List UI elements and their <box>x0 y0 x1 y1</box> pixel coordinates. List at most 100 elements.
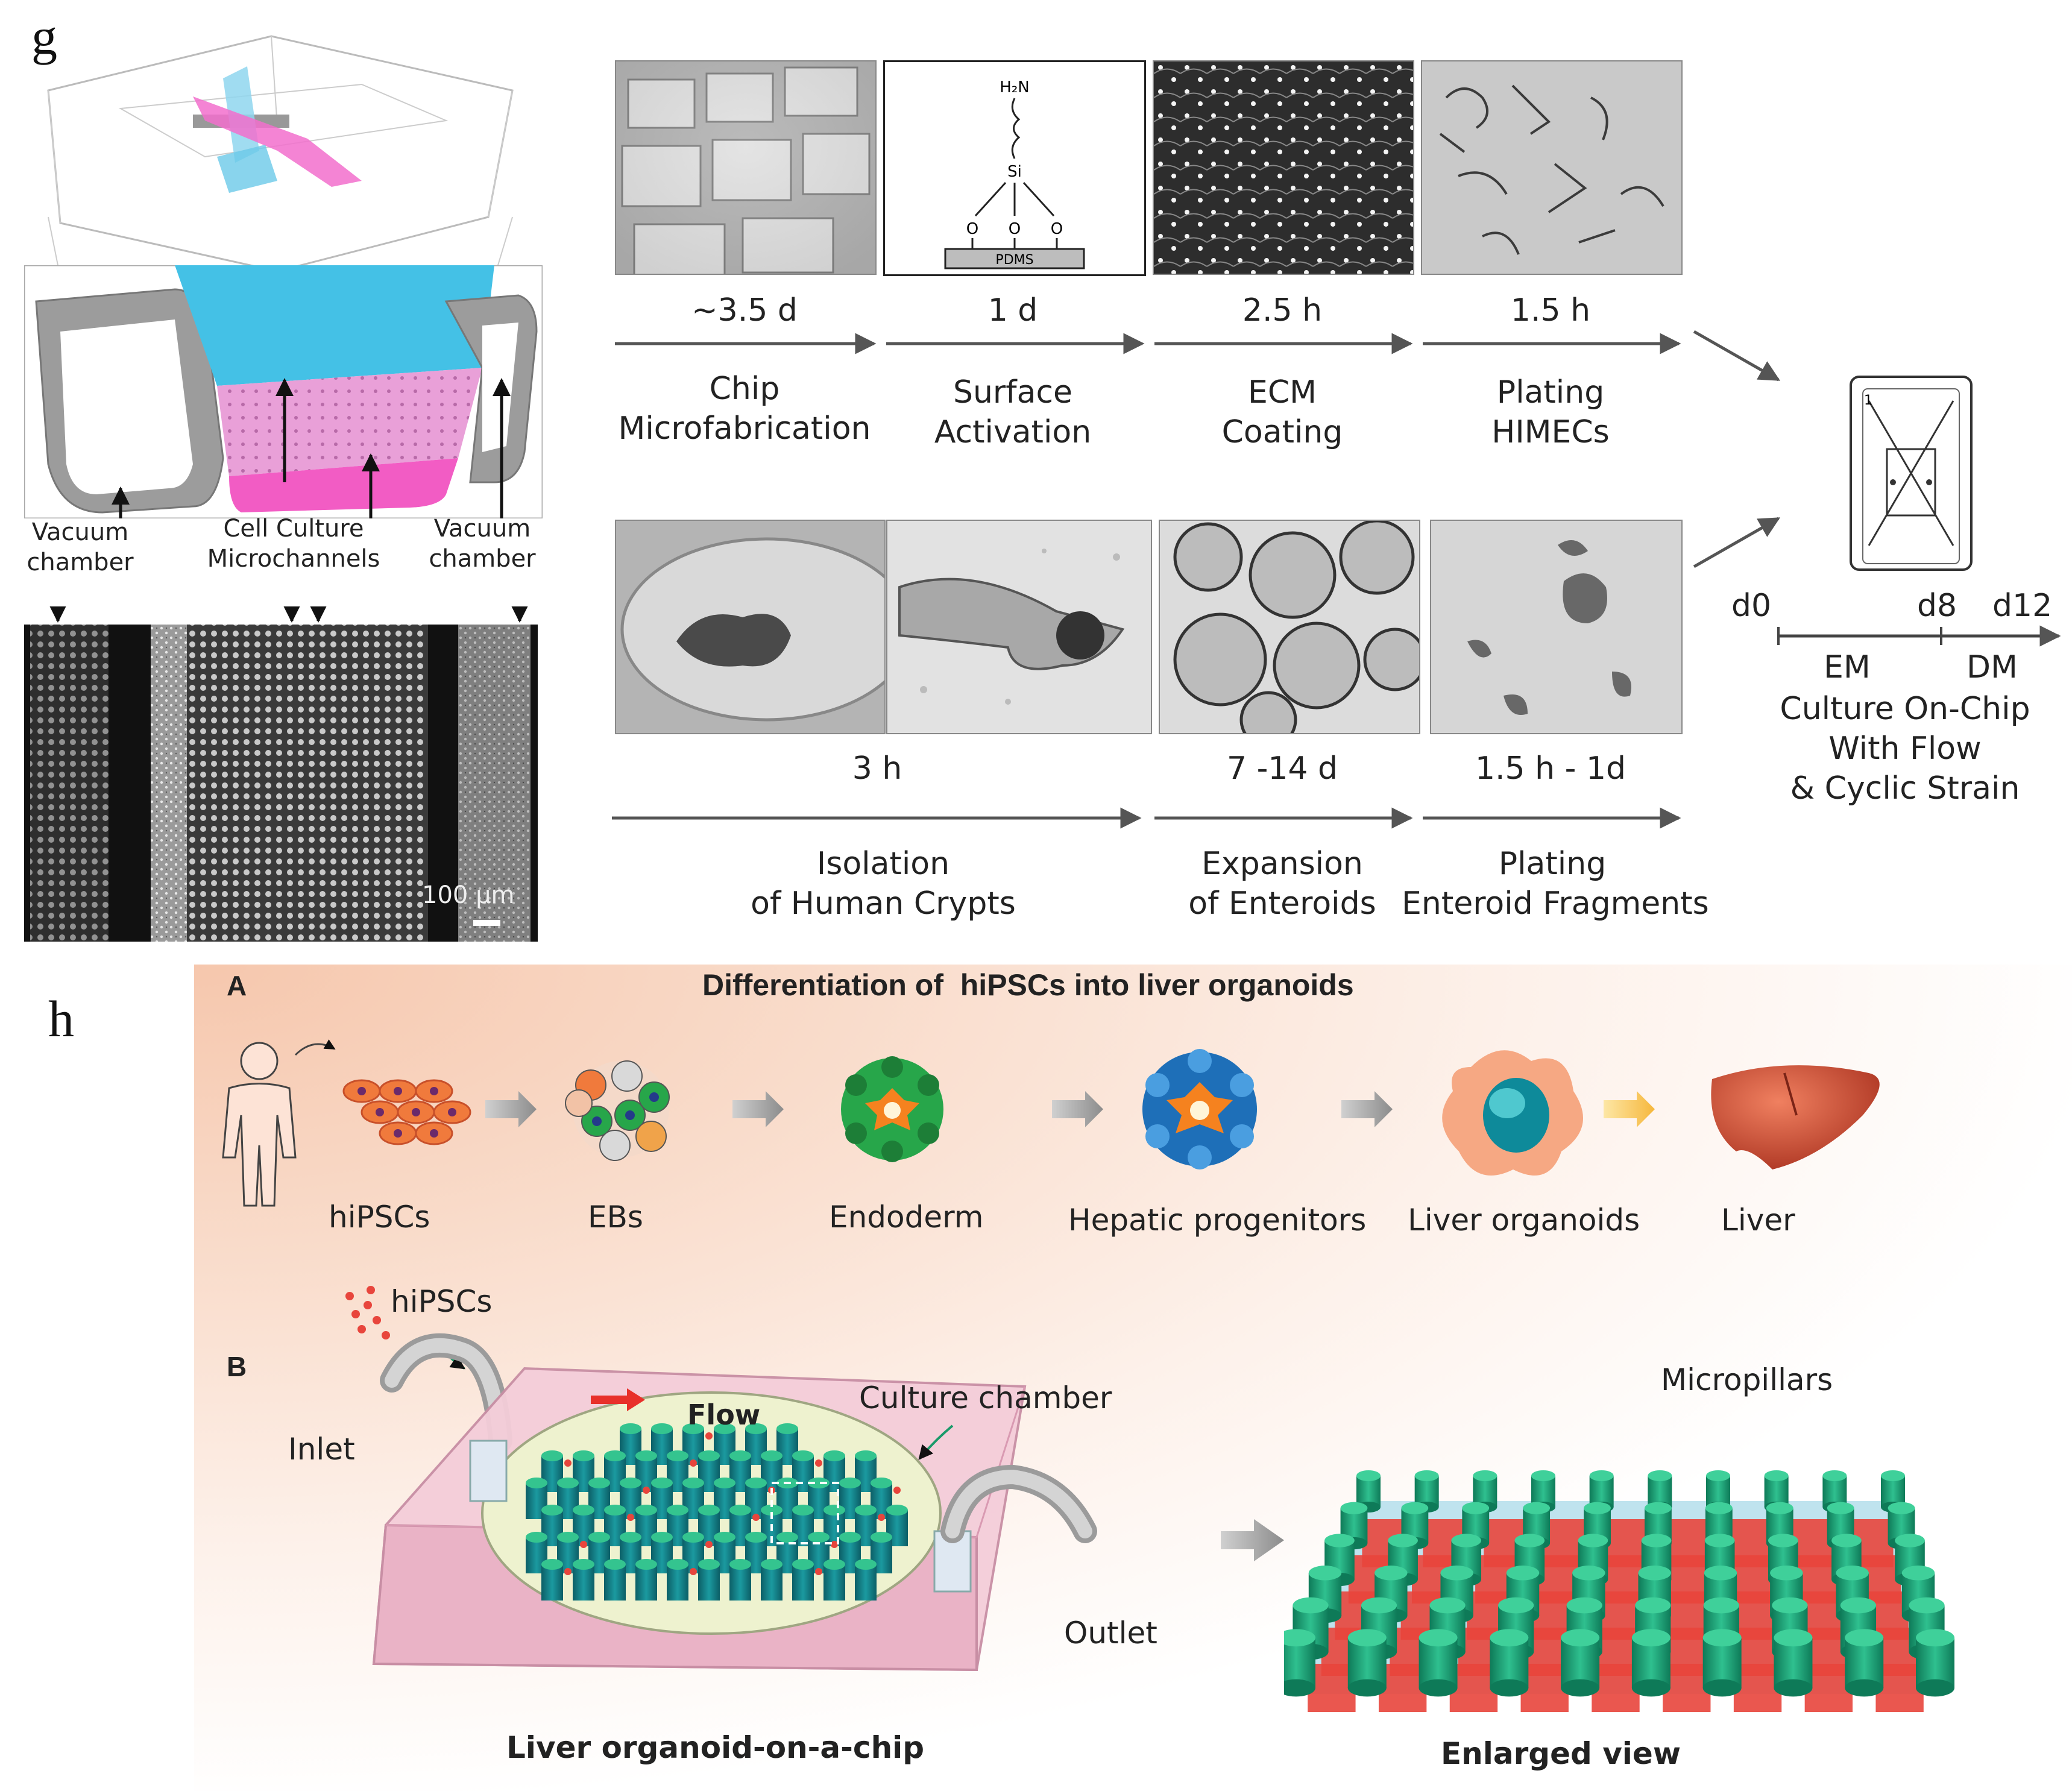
chip-pillar <box>604 1559 626 1601</box>
section-b-letter: B <box>227 1351 247 1382</box>
liver-organ-icon <box>1711 1065 1880 1169</box>
liver-organoid-icon <box>1442 1050 1583 1176</box>
caption-isolation: Isolation of Human Crypts <box>615 844 1151 924</box>
human-crypts-dish-photo <box>615 520 886 734</box>
hipscs-cluster-icon <box>342 1079 471 1145</box>
chip-pillar <box>635 1559 657 1601</box>
enlarged-view-title: Enlarged view <box>1441 1736 1681 1771</box>
caption-fragments-line1: Plating <box>1498 846 1607 882</box>
enlarged-pillar <box>1631 1629 1711 1712</box>
step-liver-organoids-label: Liver organoids <box>1408 1203 1640 1238</box>
endoderm-icon <box>841 1056 943 1162</box>
hipscs-input-label: hiPSCs <box>391 1284 493 1319</box>
enlarge-arrow <box>1221 1519 1284 1561</box>
top-row-arrows <box>615 333 1681 354</box>
liver-chip-illustration <box>345 1286 1097 1672</box>
caption-plating-line1: Plating <box>1496 374 1605 411</box>
enlarged-pillar-array <box>1284 1470 1954 1712</box>
micropillars-label: Micropillars <box>1661 1362 1833 1397</box>
crypt-micrograph-photo <box>886 520 1152 734</box>
enlarged-pillar <box>1419 1629 1498 1712</box>
timeline-tick-d0: d0 <box>1731 588 1772 624</box>
chip-pillar <box>573 1559 594 1601</box>
oxygen-label-1: O <box>966 220 978 238</box>
duration-plating-fragments: 1.5 h - 1d <box>1475 751 1626 787</box>
seeded-cell <box>564 1568 572 1575</box>
chip-pillar <box>620 1423 641 1465</box>
enlarged-pillar <box>1916 1629 1954 1697</box>
enlarged-pillar <box>1702 1629 1782 1712</box>
chip-pillar <box>855 1559 877 1601</box>
caption-expansion-line1: Expansion <box>1201 846 1363 882</box>
chip-wireframe-illustration <box>47 35 514 271</box>
culture-caption-line1: Culture On-Chip <box>1780 691 2030 727</box>
ecm-coating-photo <box>1153 60 1414 275</box>
seeded-cell <box>831 1541 838 1548</box>
enteroid-expansion-photo <box>1159 520 1420 734</box>
section-a-title: Differentiation of hiPSCs into liver org… <box>702 968 1354 1002</box>
panel-h-letter: h <box>48 990 74 1048</box>
enlarged-pillar <box>1347 1629 1427 1712</box>
chip-microfabrication-photo <box>615 60 877 275</box>
enlarged-pillar <box>1490 1629 1569 1712</box>
caption-plating-line2: HIMECs <box>1491 414 1610 450</box>
chip-pillar <box>698 1559 720 1601</box>
seeded-cell <box>878 1514 885 1521</box>
timeline-phase-em: EM <box>1824 649 1871 685</box>
caption-chip-microfabrication: Chip Microfabrication <box>597 369 892 449</box>
timeline-tick-d12: d12 <box>1992 588 2053 624</box>
microchannel-cross-section <box>24 265 543 518</box>
chip-pillar <box>886 1505 908 1546</box>
oxygen-label-2: O <box>1009 220 1021 238</box>
caption-plating-fragments: Plating Enteroid Fragments <box>1402 844 1709 924</box>
differentiation-pathway-illustration <box>222 1039 1880 1207</box>
duration-expansion: 7 -14 d <box>1226 751 1338 787</box>
chip-pillar <box>761 1559 783 1601</box>
caption-chip-line1: Chip <box>709 371 780 407</box>
cell-culture-label: Cell Culture Microchannels <box>200 514 387 574</box>
chip-pillar <box>823 1559 845 1601</box>
seeded-cell <box>627 1514 634 1521</box>
scale-bar-label: 100 µm <box>422 881 515 909</box>
duration-plating-himecs: 1.5 h <box>1510 292 1591 329</box>
seeded-cell <box>705 1432 713 1440</box>
step-liver-label: Liver <box>1721 1203 1795 1238</box>
vacuum-right-line2: chamber <box>429 545 536 573</box>
caption-surface-line1: Surface <box>953 374 1073 411</box>
enlarged-pillar <box>1356 1470 1381 1512</box>
human-figure-icon <box>222 1042 297 1207</box>
vacuum-chamber-right-label: Vacuum chamber <box>422 514 543 574</box>
vacuum-left-line1: Vacuum <box>31 518 129 546</box>
caption-surface-activation: Surface Activation <box>883 373 1142 452</box>
chip-pillar <box>541 1505 563 1546</box>
vacuum-right-line1: Vacuum <box>433 515 531 543</box>
vacuum-chamber-left-label: Vacuum chamber <box>23 517 137 578</box>
step-hipscs-label: hiPSCs <box>329 1200 430 1235</box>
vacuum-left-line2: chamber <box>27 549 134 576</box>
panel-g-letter: g <box>31 7 57 65</box>
caption-ecm-line2: Coating <box>1221 414 1343 450</box>
cell-culture-line2: Microchannels <box>207 545 380 573</box>
surface-activation-diagram: H₂N Si O O O PDMS <box>883 60 1146 276</box>
caption-ecm-line1: ECM <box>1247 374 1317 411</box>
duration-surface-activation: 1 d <box>987 292 1038 329</box>
chip-number-label: 1 <box>1864 393 1872 408</box>
seeded-cell <box>815 1568 822 1575</box>
duration-chip-microfabrication: ~3.5 d <box>691 292 798 329</box>
caption-isolation-line2: of Human Crypts <box>751 886 1016 922</box>
organ-chip-device-icon: 1 <box>1850 376 1973 571</box>
chip-pillar-array <box>526 1423 908 1601</box>
seeded-cell <box>893 1487 901 1494</box>
seeded-cell <box>705 1541 713 1548</box>
chip-pillar <box>667 1559 688 1601</box>
embryoid-bodies-icon <box>565 1060 670 1161</box>
caption-plating-himecs: Plating HIMECs <box>1421 373 1680 452</box>
enlarged-pillar <box>1845 1629 1924 1712</box>
enlarged-pillar <box>1774 1629 1853 1712</box>
oxygen-label-3: O <box>1051 220 1063 238</box>
caption-surface-line2: Activation <box>934 414 1092 450</box>
enlarged-pillar <box>1561 1629 1640 1712</box>
cell-culture-line1: Cell Culture <box>223 515 364 543</box>
caption-isolation-line1: Isolation <box>816 846 950 882</box>
culture-timeline-axis <box>1777 625 2061 647</box>
